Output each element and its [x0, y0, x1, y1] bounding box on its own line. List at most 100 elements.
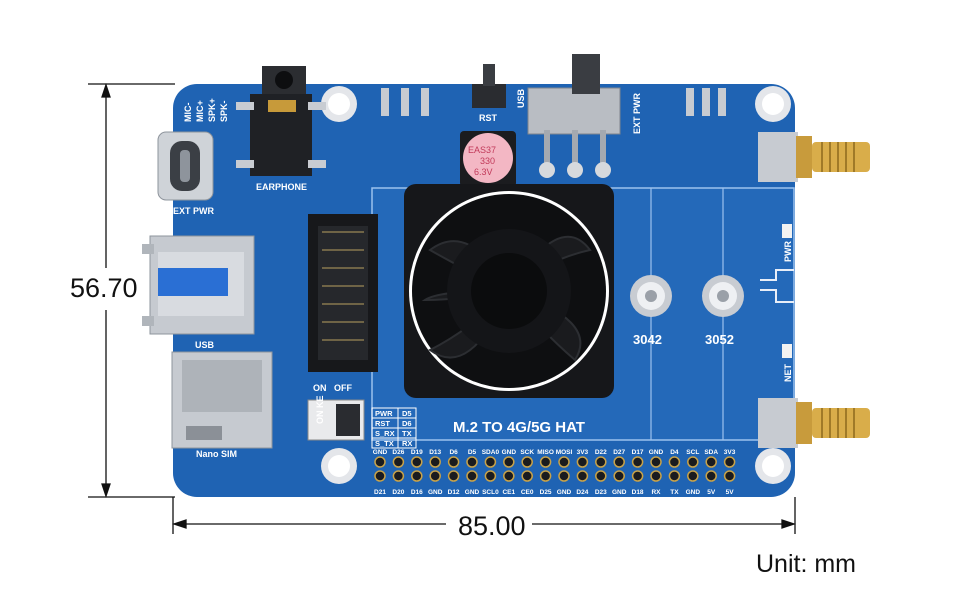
gpio-bottom-label: SCL0 — [482, 489, 499, 496]
label-mic-minus: MIC- — [183, 103, 193, 123]
cooling-fan — [404, 184, 614, 398]
gpio-pin — [411, 470, 423, 482]
gpio-pin — [723, 470, 736, 482]
gpio-pin — [374, 456, 386, 468]
gpio-top-label: D6 — [449, 449, 458, 456]
gpio-pin — [631, 470, 644, 482]
gpio-top-label: GND — [502, 449, 517, 456]
pin-mapping-table: PWR D5 RST D6 S_RX TX S_TX RX — [371, 407, 417, 449]
pin-table-cell: S_TX — [375, 439, 394, 448]
capacitor-label-1: EAS37 — [468, 145, 496, 155]
gpio-pin — [595, 470, 607, 482]
mounting-hole-top-left — [321, 86, 357, 122]
gpio-bottom-label: 5V — [726, 489, 735, 496]
gpio-pin — [576, 456, 589, 468]
gpio-bottom-label: D23 — [595, 489, 607, 496]
gpio-bottom-label: TX — [670, 489, 679, 496]
gpio-pin — [447, 470, 460, 482]
gpio-bottom-label: D18 — [632, 489, 644, 496]
gpio-top-label: SCL — [686, 449, 699, 456]
gpio-bottom-label: CE0 — [521, 489, 534, 496]
gpio-pin — [392, 456, 405, 468]
capacitor-label-3: 6.3V — [474, 167, 493, 177]
gpio-pin — [447, 456, 460, 468]
gpio-pin — [558, 456, 570, 468]
earphone-jack — [236, 66, 326, 176]
gpio-bottom-label: CE1 — [502, 489, 515, 496]
unit-label: Unit: mm — [756, 550, 856, 578]
gpio-top-label: SCK — [520, 449, 534, 456]
width-dimension-label: 85.00 — [452, 511, 532, 541]
gpio-bottom-label: GND — [612, 489, 627, 496]
gpio-top-label: MOSI — [556, 449, 573, 456]
gpio-pin — [613, 470, 625, 482]
pin-table-cell: RX — [402, 439, 412, 448]
mounting-hole-bottom-left — [321, 448, 357, 484]
label-nano-sim: Nano SIM — [196, 449, 237, 459]
gpio-top-label: SDA0 — [482, 449, 500, 456]
gpio-pin — [705, 456, 717, 468]
label-dip-ke: KE — [315, 395, 325, 408]
gpio-pin — [650, 456, 662, 468]
label-spk-minus: SPK- — [219, 100, 229, 122]
label-usb-port: USB — [195, 340, 215, 350]
label-3042: 3042 — [633, 332, 662, 347]
standoff-3042 — [630, 275, 672, 317]
gpio-bottom-label: GND — [428, 489, 443, 496]
gpio-top-label: D4 — [670, 449, 679, 456]
pin-table-cell: S_RX — [375, 429, 395, 438]
gpio-pin — [429, 470, 441, 482]
gpio-pin — [429, 456, 441, 468]
gpio-pin — [595, 456, 607, 468]
gpio-top-label: D19 — [411, 449, 423, 456]
board-title: M.2 TO 4G/5G HAT — [453, 419, 585, 436]
dip-switch — [307, 399, 365, 441]
gpio-bottom-label: D16 — [411, 489, 423, 496]
gpio-pin — [484, 456, 497, 468]
gpio-pin — [631, 456, 644, 468]
label-ext-pwr-left: EXT PWR — [173, 206, 215, 216]
mounting-hole-bottom-right — [755, 448, 791, 484]
gpio-top-label: MISO — [537, 449, 554, 456]
gpio-top-label: D17 — [632, 449, 644, 456]
gpio-pin — [668, 456, 681, 468]
gpio-bottom-label: D21 — [374, 489, 386, 496]
mounting-hole-top-right — [755, 86, 791, 122]
height-dimension-line — [88, 82, 175, 499]
label-net-led: NET — [783, 363, 793, 382]
gpio-top-label: GND — [649, 449, 664, 456]
label-spk-plus: SPK+ — [207, 98, 217, 122]
label-mic-plus: MIC+ — [195, 100, 205, 122]
gpio-pin — [411, 456, 423, 468]
gpio-pin — [466, 456, 478, 468]
usb-c-port — [157, 131, 214, 201]
pin-table-cell: D5 — [402, 409, 412, 418]
gpio-pin — [705, 470, 717, 482]
gpio-pin — [687, 456, 699, 468]
label-pwr-led: PWR — [783, 241, 793, 262]
gpio-pin — [650, 470, 662, 482]
gpio-pin — [539, 456, 552, 468]
capacitor-label-2: 330 — [480, 156, 495, 166]
pin-table-cell: PWR — [375, 409, 393, 418]
label-usb-switch: USB — [516, 88, 526, 108]
gpio-pin — [374, 470, 386, 482]
usb-a-port — [142, 235, 255, 335]
gpio-bottom-label: D20 — [392, 489, 404, 496]
gpio-bottom-label: D25 — [540, 489, 552, 496]
pin-table-cell: D6 — [402, 419, 412, 428]
antenna-pads — [381, 88, 726, 116]
gpio-pin — [558, 470, 570, 482]
gpio-top-label: D13 — [429, 449, 441, 456]
width-dimension-line — [171, 497, 797, 534]
gpio-bottom-label: GND — [465, 489, 480, 496]
nano-sim-slot — [171, 351, 273, 449]
gpio-top-label: GND — [373, 449, 388, 456]
gpio-bottom-label: RX — [651, 489, 661, 496]
gpio-bottom-label: D12 — [448, 489, 460, 496]
gpio-top-label: 3V3 — [577, 449, 589, 456]
gpio-bottom-label: GND — [686, 489, 701, 496]
